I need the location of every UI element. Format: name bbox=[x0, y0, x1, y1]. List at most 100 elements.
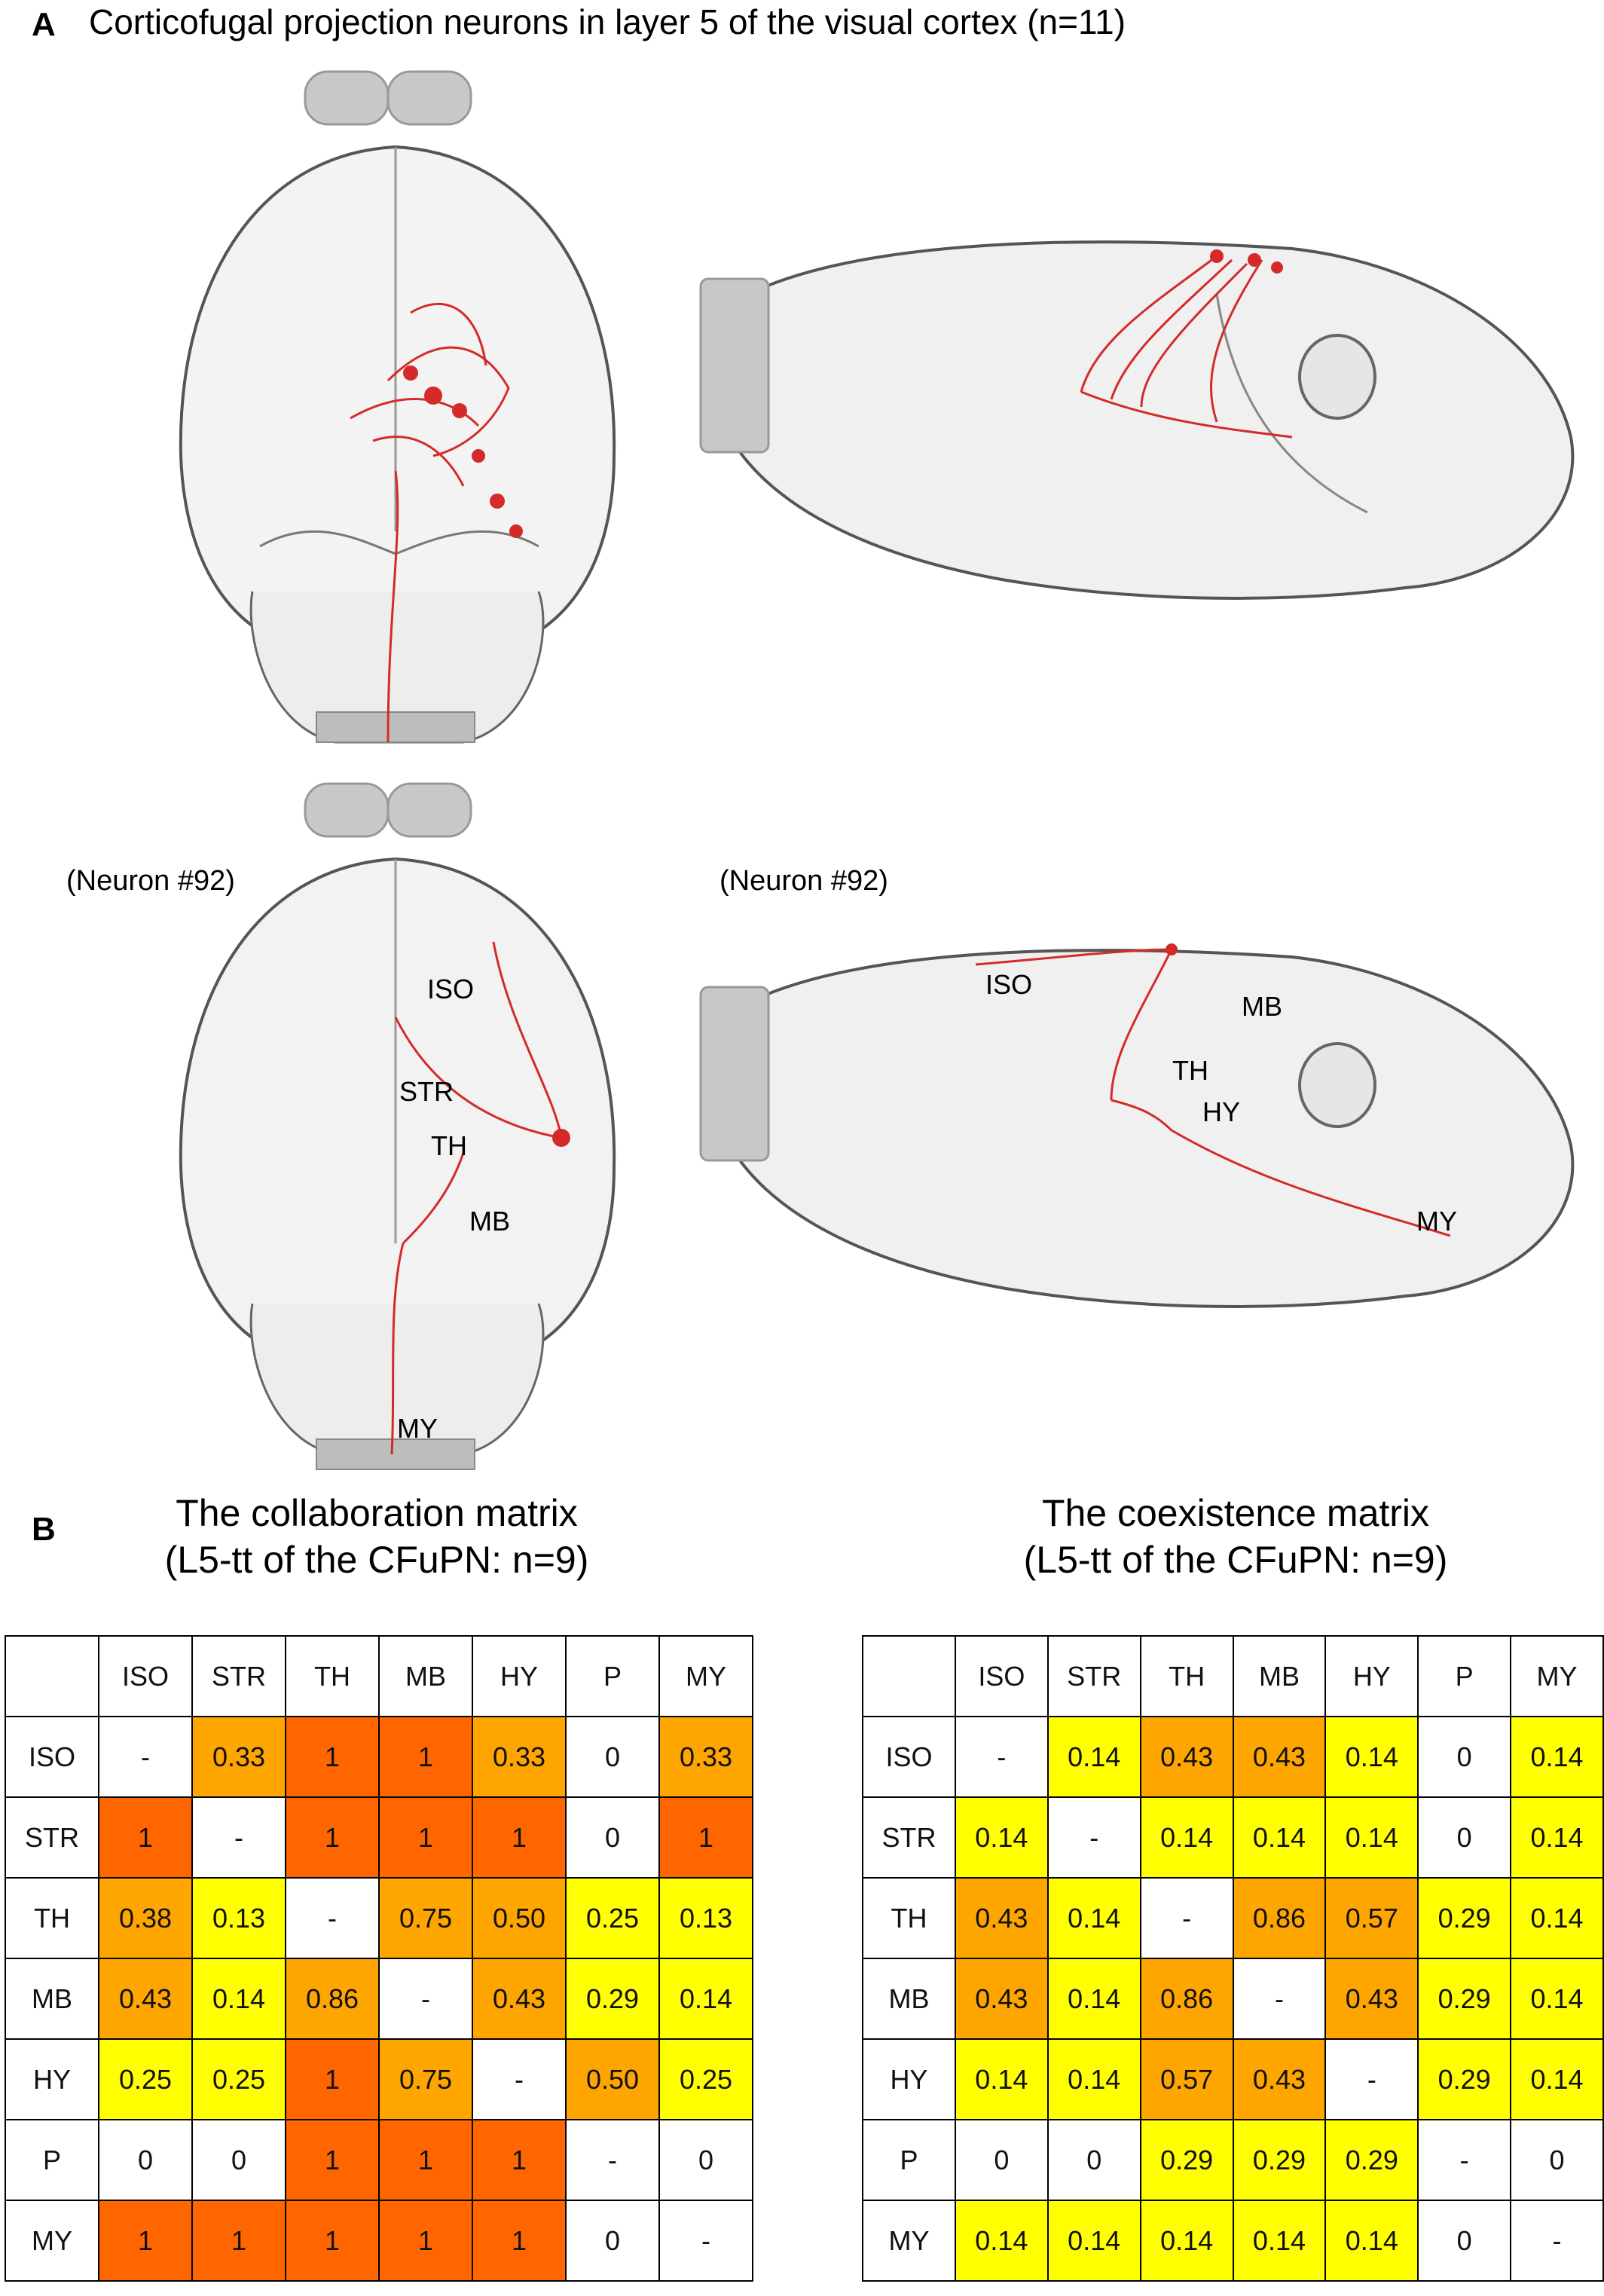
matrix-cell: - bbox=[658, 2200, 753, 2282]
matrix-cell: 0.14 bbox=[1324, 1796, 1419, 1879]
lateral-brain-single-neuron-view bbox=[699, 943, 1575, 1308]
matrix-cell: 0 bbox=[1417, 2200, 1512, 2282]
matrix-cell: 0.75 bbox=[378, 1877, 473, 1959]
matrix-cell: - bbox=[378, 1958, 473, 2040]
matrix-cell: 0.86 bbox=[1139, 1958, 1234, 2040]
matrix-row-label: MY bbox=[862, 2200, 956, 2282]
matrix-cell: 0.29 bbox=[1417, 1958, 1512, 2040]
coexistence-title-line1: The coexistence matrix bbox=[1041, 1492, 1430, 1534]
matrix-cell: 0.14 bbox=[954, 1796, 1049, 1879]
matrix-row-label: ISO bbox=[862, 1716, 956, 1798]
collaboration-matrix-title: The collaboration matrix (L5-tt of the C… bbox=[38, 1490, 716, 1583]
matrix-cell: 0.29 bbox=[1139, 2119, 1234, 2201]
matrix-header-cell: STR bbox=[191, 1635, 286, 1717]
collaboration-title-line1: The collaboration matrix bbox=[176, 1492, 578, 1534]
matrix-cell: 0.14 bbox=[1139, 2200, 1234, 2282]
matrix-cell: 0.29 bbox=[1232, 2119, 1327, 2201]
dorsal-label-mb: MB bbox=[469, 1206, 510, 1237]
lateral-label-mb: MB bbox=[1242, 991, 1282, 1022]
matrix-cell: 0 bbox=[1046, 2119, 1141, 2201]
matrix-cell: 0.38 bbox=[98, 1877, 193, 1959]
matrix-cell: 0.43 bbox=[472, 1958, 567, 2040]
matrix-cell: 0.50 bbox=[472, 1877, 567, 1959]
matrix-header-cell: ISO bbox=[98, 1635, 193, 1717]
coexistence-title-line2: (L5-tt of the CFuPN: n=9) bbox=[1023, 1539, 1448, 1581]
matrix-cell: 0.43 bbox=[954, 1958, 1049, 2040]
matrix-cell: 0.43 bbox=[954, 1877, 1049, 1959]
matrix-header-cell: ISO bbox=[954, 1635, 1049, 1717]
matrix-header-cell: MY bbox=[658, 1635, 753, 1717]
matrix-row-label: TH bbox=[5, 1877, 99, 1959]
matrix-header-cell: MY bbox=[1510, 1635, 1604, 1717]
matrix-cell: - bbox=[285, 1877, 380, 1959]
matrix-cell: 1 bbox=[472, 1796, 567, 1879]
dorsal-label-iso: ISO bbox=[427, 974, 475, 1004]
matrix-cell: 1 bbox=[472, 2119, 567, 2201]
matrix-cell: - bbox=[98, 1716, 193, 1798]
matrix-cell: 0 bbox=[191, 2119, 286, 2201]
dorsal-label-th: TH bbox=[431, 1130, 467, 1161]
matrix-cell: 0.43 bbox=[1232, 1716, 1327, 1798]
matrix-cell: 0.14 bbox=[954, 2200, 1049, 2282]
matrix-cell: - bbox=[954, 1716, 1049, 1798]
matrix-cell: 0.25 bbox=[98, 2038, 193, 2120]
lateral-label-hy: HY bbox=[1202, 1096, 1241, 1127]
matrix-cell: - bbox=[565, 2119, 660, 2201]
matrix-cell: 0.14 bbox=[1232, 2200, 1327, 2282]
matrix-cell: 0.43 bbox=[1139, 1716, 1234, 1798]
matrix-cell: 0.29 bbox=[1324, 2119, 1419, 2201]
neuron-92-label-lateral: (Neuron #92) bbox=[720, 865, 888, 897]
matrix-cell: 1 bbox=[285, 2200, 380, 2282]
matrix-cell: 0.43 bbox=[1232, 2038, 1327, 2120]
dorsal-brain-population-view bbox=[179, 70, 616, 744]
matrix-cell: 0.33 bbox=[191, 1716, 286, 1798]
matrix-row-label: STR bbox=[862, 1796, 956, 1879]
matrix-row-label: P bbox=[862, 2119, 956, 2201]
matrix-cell: 0.33 bbox=[472, 1716, 567, 1798]
collaboration-title-line2: (L5-tt of the CFuPN: n=9) bbox=[164, 1539, 589, 1581]
matrix-cell: 0 bbox=[565, 2200, 660, 2282]
matrix-cell: 0.25 bbox=[191, 2038, 286, 2120]
matrix-cell: 0.33 bbox=[658, 1716, 753, 1798]
matrix-header-cell: HY bbox=[1324, 1635, 1419, 1717]
matrix-cell: 0 bbox=[658, 2119, 753, 2201]
matrix-cell: 0.14 bbox=[1510, 1877, 1604, 1959]
matrix-cell: 0.14 bbox=[1324, 2200, 1419, 2282]
matrix-cell: 0.57 bbox=[1139, 2038, 1234, 2120]
lateral-label-iso: ISO bbox=[985, 969, 1033, 1000]
matrix-header-cell: MB bbox=[378, 1635, 473, 1717]
panel-a-letter: A bbox=[32, 6, 56, 43]
matrix-cell: 0.14 bbox=[1510, 2038, 1604, 2120]
matrix-cell: 0.14 bbox=[1046, 2038, 1141, 2120]
panel-b-letter: B bbox=[32, 1511, 56, 1548]
matrix-cell: 1 bbox=[191, 2200, 286, 2282]
matrix-header-cell: MB bbox=[1232, 1635, 1327, 1717]
coexistence-matrix-title: The coexistence matrix (L5-tt of the CFu… bbox=[897, 1490, 1575, 1583]
lateral-brain-population-view bbox=[699, 240, 1575, 600]
matrix-cell: 0.14 bbox=[191, 1958, 286, 2040]
matrix-cell: - bbox=[1139, 1877, 1234, 1959]
matrix-cell: 0.43 bbox=[98, 1958, 193, 2040]
neuron-92-label-dorsal: (Neuron #92) bbox=[66, 865, 235, 897]
matrix-row-label: MY bbox=[5, 2200, 99, 2282]
matrix-cell: 0 bbox=[565, 1716, 660, 1798]
matrix-row-label: ISO bbox=[5, 1716, 99, 1798]
matrix-cell: - bbox=[472, 2038, 567, 2120]
matrix-cell: 0.13 bbox=[658, 1877, 753, 1959]
matrix-cell: 0.75 bbox=[378, 2038, 473, 2120]
dorsal-label-str: STR bbox=[399, 1076, 454, 1107]
matrix-cell: 1 bbox=[285, 1796, 380, 1879]
matrix-cell: 1 bbox=[98, 2200, 193, 2282]
matrix-cell: 0 bbox=[565, 1796, 660, 1879]
